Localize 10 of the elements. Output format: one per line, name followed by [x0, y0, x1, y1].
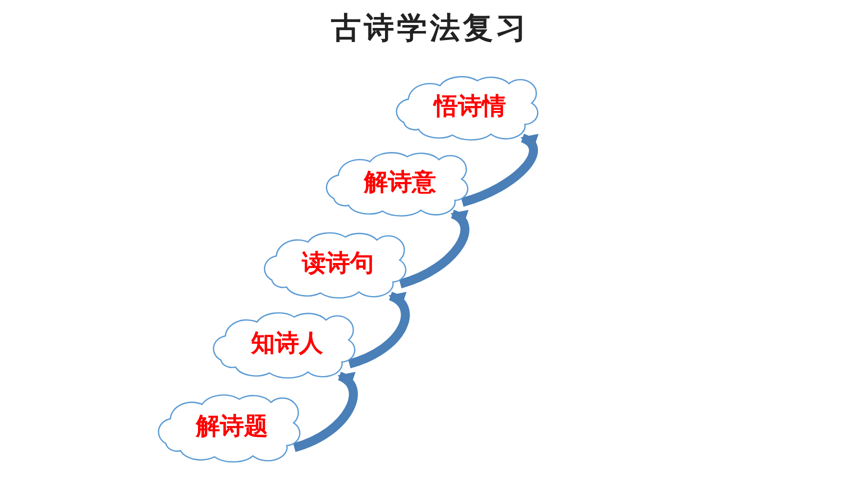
- curved-arrow: [460, 134, 540, 207]
- curved-arrow: [292, 372, 358, 452]
- cloud-label: 读诗句: [302, 247, 374, 279]
- title: 古诗学法复习: [331, 10, 529, 48]
- cloud-label: 知诗人: [251, 327, 323, 359]
- cloud-label: 解诗意: [364, 166, 436, 198]
- cloud-label: 悟诗情: [434, 90, 506, 122]
- curved-arrow: [398, 210, 470, 288]
- curved-arrow: [348, 292, 410, 368]
- cloud-label: 解诗题: [196, 410, 268, 442]
